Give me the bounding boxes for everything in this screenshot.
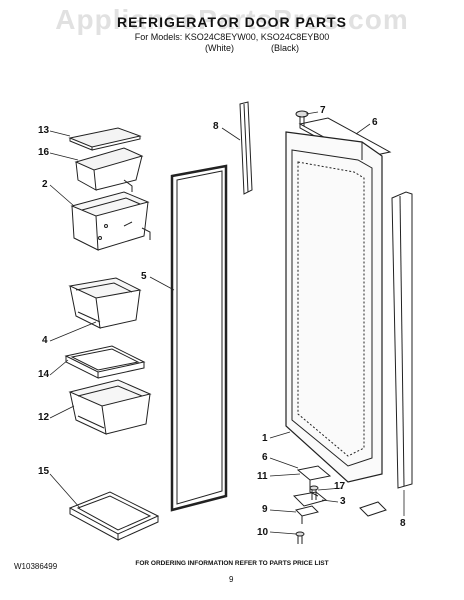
ordering-note: FOR ORDERING INFORMATION REFER TO PARTS … xyxy=(135,560,329,567)
part-12-bin xyxy=(68,379,152,435)
callout-8-top: 8 xyxy=(213,121,219,132)
part-5-gasket xyxy=(170,164,228,512)
watermark-logo: AppliancePartsPros.com xyxy=(55,4,409,35)
part-4-door-bin xyxy=(68,277,142,329)
callout-10: 10 xyxy=(257,527,269,538)
part-7-screw xyxy=(295,110,309,126)
part-8-trim-right xyxy=(391,191,413,489)
part-1-door-panel xyxy=(285,131,383,483)
leader-lines xyxy=(49,111,405,535)
part-2-dairy-bin xyxy=(70,191,151,251)
part-clip xyxy=(359,501,387,517)
callout-12: 12 xyxy=(38,412,50,423)
variant-white: (White) xyxy=(205,43,234,53)
part-17-screw xyxy=(309,485,319,500)
callout-3: 3 xyxy=(340,496,346,507)
part-10-screw xyxy=(295,531,305,544)
variant-black: (Black) xyxy=(271,43,300,53)
part-8-trim-left xyxy=(239,101,253,195)
callout-17: 17 xyxy=(334,481,346,492)
part-9-cam xyxy=(295,505,319,524)
model-numbers: For Models: KSO24C8EYW00, KSO24C8EYB00 xyxy=(134,32,330,42)
page-number: 9 xyxy=(229,575,234,584)
callout-7: 7 xyxy=(320,105,326,116)
part-14-bin-frame xyxy=(64,345,146,379)
callout-6-top: 6 xyxy=(372,117,378,128)
callout-9: 9 xyxy=(262,504,268,515)
part-11-hinge-bottom xyxy=(296,465,332,497)
diagram-title: REFRIGERATOR DOOR PARTS xyxy=(117,14,347,30)
part-3-bracket xyxy=(292,491,328,507)
callout-5: 5 xyxy=(141,271,147,282)
document-number: W10386499 xyxy=(14,562,58,571)
callout-1: 1 xyxy=(262,433,268,444)
callout-14: 14 xyxy=(38,369,50,380)
part-13-cover xyxy=(68,127,142,151)
callout-11: 11 xyxy=(257,471,268,482)
part-16-trim xyxy=(74,147,144,192)
callout-15: 15 xyxy=(38,466,50,477)
callout-4: 4 xyxy=(42,335,48,346)
callout-8-bottom: 8 xyxy=(400,518,406,529)
callout-2: 2 xyxy=(42,179,48,190)
callout-6-bottom: 6 xyxy=(262,452,268,463)
callout-13: 13 xyxy=(38,125,50,136)
part-15-frame xyxy=(68,491,160,541)
callout-16: 16 xyxy=(38,147,50,158)
